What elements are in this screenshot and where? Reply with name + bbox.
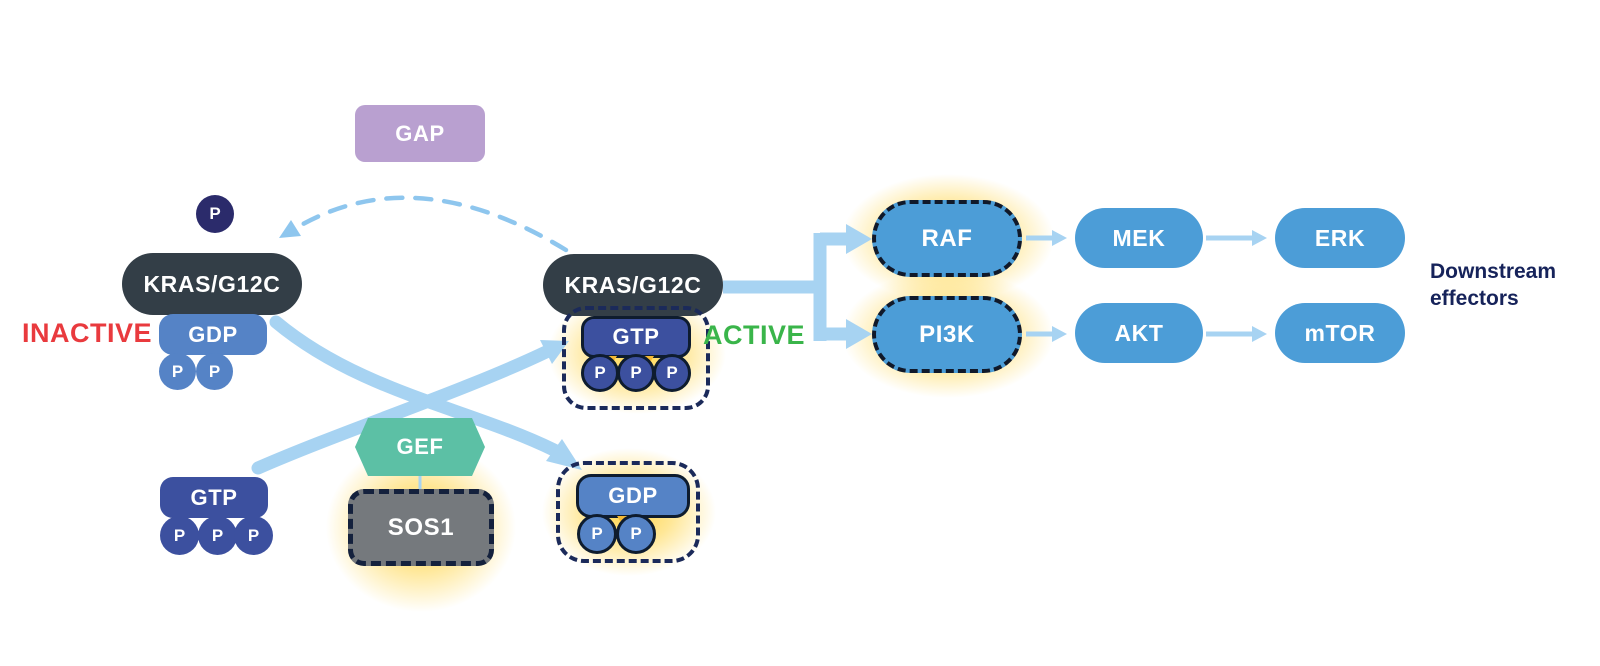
free-gtp-box: GTP [160,477,268,518]
mek-to-erk-arrow [1206,230,1267,246]
dashed-arrowhead-icon [279,220,301,238]
kras-inactive-label: KRAS/G12C [143,270,281,297]
pi3k-to-akt-arrow [1026,326,1067,342]
gap-enzyme-box: GAP [355,105,485,162]
gdp-label: GDP [608,483,658,508]
gdp-nucleotide-box: GDP [159,314,267,355]
arrowhead-icon [846,224,872,254]
caption-line: effectors [1430,287,1519,310]
phosphate-circle: P [234,516,273,555]
inactive-status-label: INACTIVE [22,318,153,348]
arrowhead-icon [846,319,872,349]
arrowhead-icon [1252,326,1267,342]
mek-node: MEK [1075,208,1203,268]
phosphate-circle: P [577,514,617,554]
phosphate-circle: P [196,353,233,390]
gap-label: GAP [395,120,445,146]
raf-to-mek-arrow [1026,230,1067,246]
mtor-node: mTOR [1275,303,1405,363]
active-status-label: ACTIVE [703,320,806,350]
phosphate-circle: P [159,353,196,390]
caption-line: Downstream [1430,260,1557,283]
free-phosphate-circle: P [196,195,234,233]
gdp-label: GDP [188,321,238,347]
sos1-box: SOS1 [348,489,494,566]
kras-active-label: KRAS/G12C [564,271,702,298]
phosphate-circle: P [198,516,237,555]
arrowhead-icon [1052,326,1067,342]
gtp-label: GTP [612,324,660,349]
akt-node: AKT [1075,303,1203,363]
arrowhead-icon [1252,230,1267,246]
phosphate-circle: P [581,354,619,392]
gef-enzyme-hexagon: GEF [355,418,485,476]
released-gdp-box: GDP [576,474,690,518]
gef-label: GEF [396,434,444,459]
erk-node: ERK [1275,208,1405,268]
kras-inactive-pill: KRAS/G12C [122,253,302,315]
downstream-effectors-caption: Downstream effectors [1430,258,1556,312]
phosphate-circle: P [617,354,655,392]
phosphate-label: P [209,204,221,223]
gap-hydrolysis-dashed-arrow [279,195,569,253]
phosphate-circle: P [160,516,199,555]
arrowhead-icon [1052,230,1067,246]
pi3k-node: PI3K [872,296,1022,373]
phosphate-circle: P [653,354,691,392]
gtp-nucleotide-box: GTP [581,316,691,358]
gtp-label: GTP [190,484,238,510]
raf-node: RAF [872,200,1022,277]
akt-to-mtor-arrow [1206,326,1267,342]
phosphate-circle: P [616,514,656,554]
sos1-label: SOS1 [387,513,455,541]
